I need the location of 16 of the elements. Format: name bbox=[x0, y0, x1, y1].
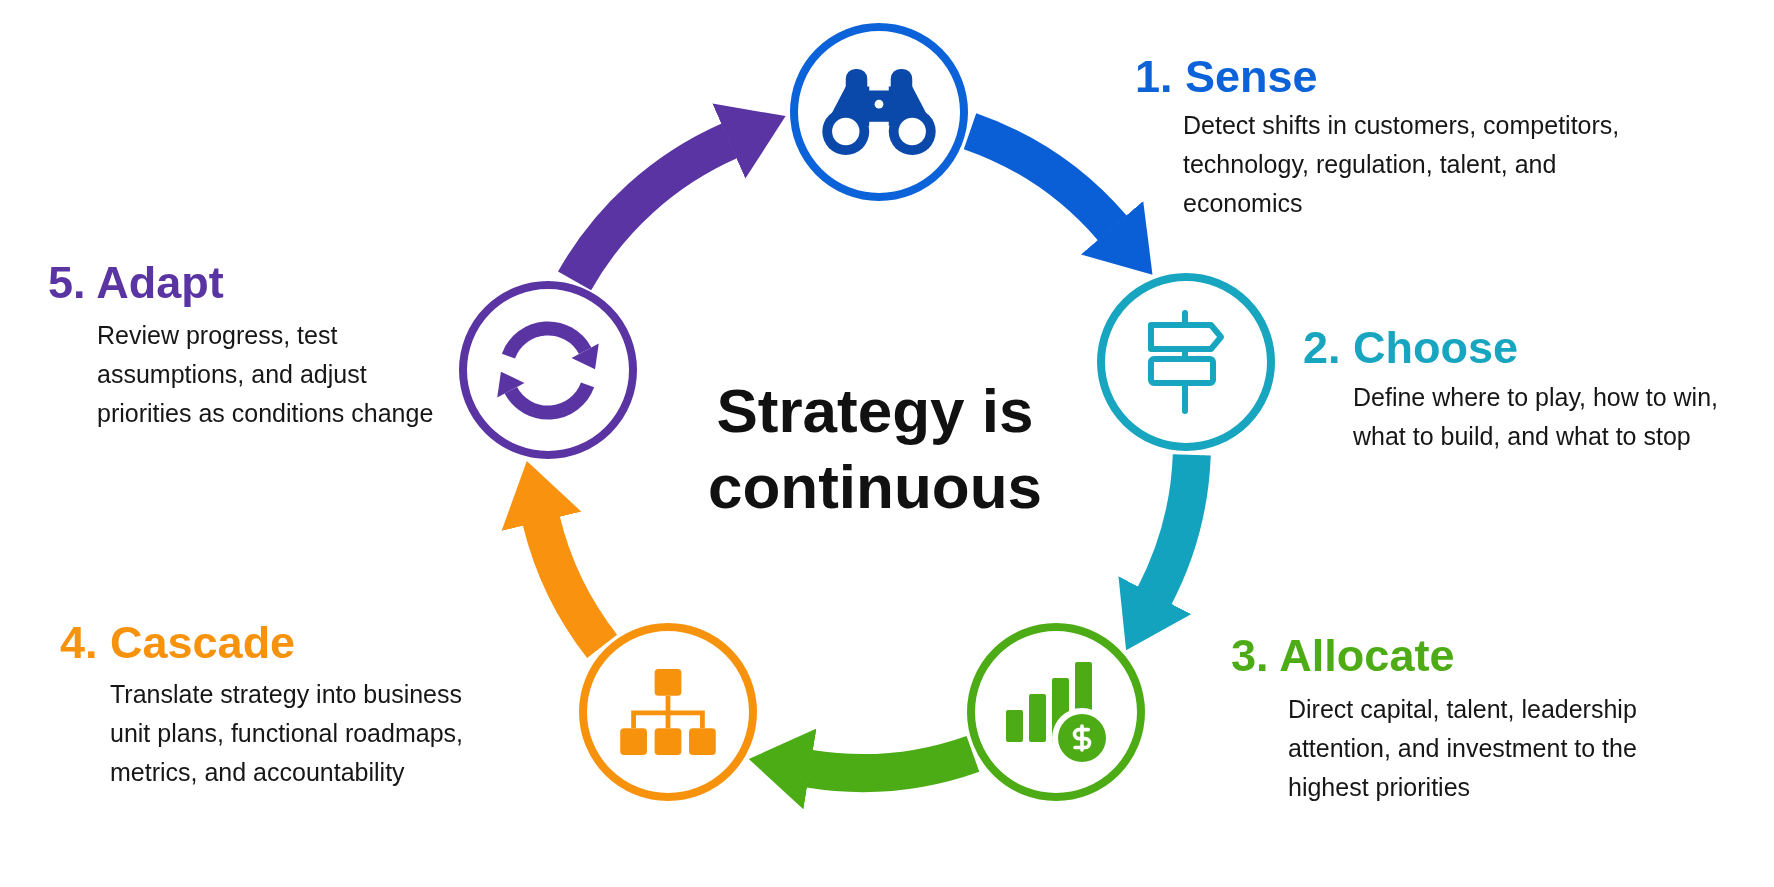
step-description: Translate strategy into business unit plans, functional roadmaps, metrics, and accountability bbox=[110, 679, 464, 788]
curved-arrow bbox=[748, 728, 979, 810]
step-heading: 5. Adapt bbox=[48, 257, 224, 309]
step-description: Define where to play, how to win, what to build, and what to stop bbox=[1353, 382, 1719, 452]
step-heading: 3. Allocate bbox=[1231, 630, 1455, 682]
step-heading: 4. Cascade bbox=[60, 617, 296, 669]
step-description: Review progress, test assumptions, and adjust priorities as conditions change bbox=[97, 320, 435, 429]
step-description: Detect shifts in customers, competitors, technology, regulation, talent, and economics bbox=[1183, 110, 1621, 219]
step-heading: 2. Choose bbox=[1303, 322, 1519, 374]
diagram-title: Strategy is continuous bbox=[706, 375, 1044, 523]
curved-arrow bbox=[962, 113, 1155, 273]
step-description: Direct capital, talent, leadership attention, and investment to the highest priorities bbox=[1288, 694, 1638, 803]
curved-arrow bbox=[1117, 453, 1211, 652]
curved-arrow bbox=[558, 104, 784, 292]
step-heading: 1. Sense bbox=[1135, 51, 1318, 103]
curved-arrow bbox=[502, 461, 618, 658]
